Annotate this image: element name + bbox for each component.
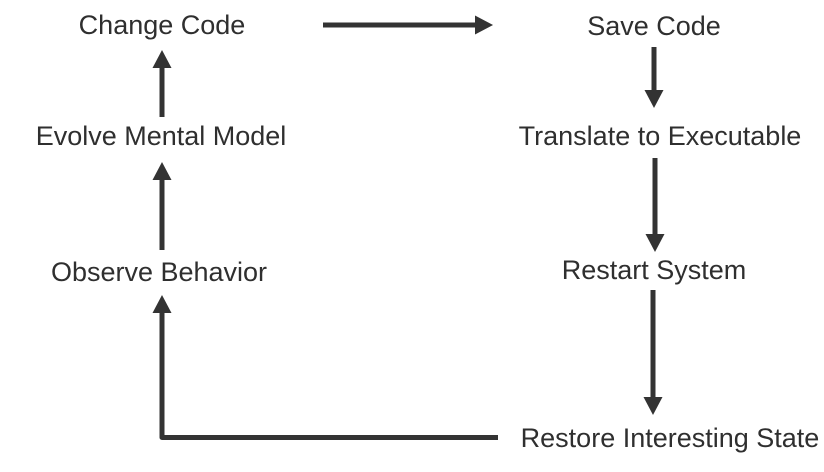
edge-restore-interesting-state-to-observe-behavior <box>152 294 498 440</box>
node-observe-behavior: Observe Behavior <box>50 257 268 288</box>
node-translate-to-executable: Translate to Executable <box>518 121 802 152</box>
node-restart-system: Restart System <box>561 255 747 286</box>
node-save-code: Save Code <box>587 11 721 42</box>
node-restore-interesting-state: Restore Interesting State <box>520 423 820 454</box>
node-change-code: Change Code <box>78 10 246 41</box>
node-evolve-mental-model: Evolve Mental Model <box>35 121 287 152</box>
